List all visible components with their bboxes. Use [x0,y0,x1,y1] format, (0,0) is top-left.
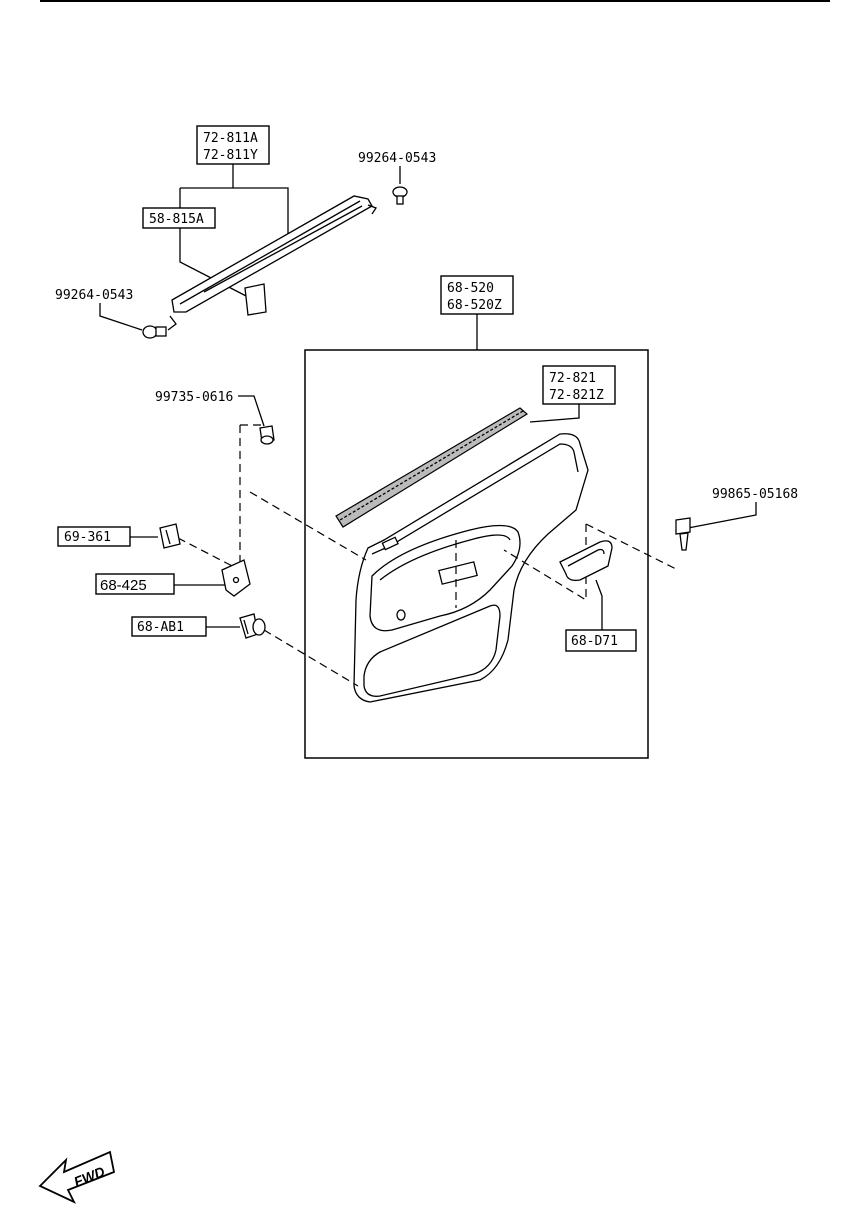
label-58-815A-text: 58-815A [149,212,204,227]
label-99735-0616: 99735-0616 [155,390,233,405]
label-68-D71: 68-D71 [565,629,637,652]
label-72-821-text: 72-821 [549,371,596,386]
label-68-520: 68-520 68-520Z [440,275,514,315]
leader-line [529,404,580,423]
label-58-815A: 58-815A [142,207,216,229]
label-68-520Z-text: 68-520Z [447,298,502,313]
door-trim-panel [353,433,589,703]
label-99264-0543-top: 99264-0543 [358,151,436,166]
label-69-361: 69-361 [57,526,131,547]
label-68-425-text: 68-425 [100,577,147,594]
leader-line [180,187,289,236]
leader-line [238,395,265,427]
screw-icon [142,325,167,339]
label-72-811A: 72-811A [203,131,258,146]
label-72-811: 72-811A 72-811Y [196,125,270,165]
label-68-D71-text: 68-D71 [571,634,618,649]
label-68-520-text: 68-520 [447,281,494,296]
dashed-leaders [177,424,679,687]
clip-icon [239,613,266,639]
label-72-821: 72-821 72-821Z [542,365,616,405]
screw-icon [675,517,691,551]
label-69-361-text: 69-361 [64,530,111,545]
clip-icon [159,523,181,549]
label-68-AB1-text: 68-AB1 [137,620,184,635]
label-68-425: 68-425 [95,573,175,595]
label-99865-05168: 99865-05168 [712,487,798,502]
screw-icon [259,425,275,445]
leader-line [595,579,603,630]
label-99264-0543-left: 99264-0543 [55,288,133,303]
screw-icon [392,186,408,205]
label-72-821Z-text: 72-821Z [549,388,604,403]
leader-line [687,502,757,529]
label-68-AB1: 68-AB1 [131,616,207,637]
handle-cover [559,540,613,582]
fwd-arrow-icon: FWD [38,1150,116,1204]
label-72-811Y: 72-811Y [203,148,258,163]
belt-moulding [167,195,377,331]
assembly-frame [304,349,649,759]
bracket-icon [221,559,251,597]
inner-weatherstrip [335,407,529,528]
leader-line [99,303,143,331]
